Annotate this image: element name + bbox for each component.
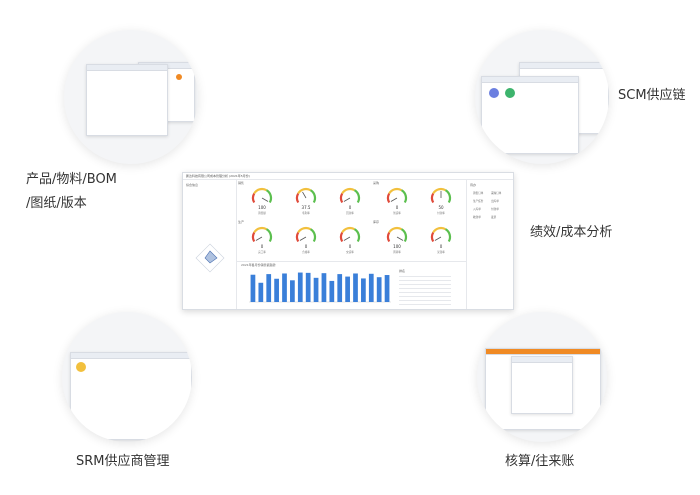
gauge-dial: [295, 226, 317, 243]
gauge-value: 50: [438, 205, 444, 210]
scm-blue-node-icon: [489, 88, 499, 98]
gauge-dial: [295, 187, 317, 204]
gauge-value: 0: [260, 244, 264, 249]
scm-caption: SCM供应链: [618, 88, 686, 103]
dashboard-screenshot: 鹏达科技有限公司成本管理分析 (2021年5月份) 综合信息 销售 100 销售额 3…: [182, 172, 514, 310]
bar: [361, 278, 366, 302]
gauge-label: 合格率: [302, 251, 310, 254]
right-panel-item[interactable]: 出库单: [491, 200, 499, 203]
bar: [290, 280, 295, 302]
bar: [353, 273, 358, 302]
gauge-label: 销售额: [258, 212, 266, 215]
gauge-dial: [251, 226, 273, 243]
right-panel-item[interactable]: 发票: [491, 216, 497, 219]
gauge-label: 毛利率: [302, 212, 310, 215]
gauge-label: 回款率: [346, 212, 354, 215]
gauge-label: 完工率: [258, 251, 266, 254]
product-window-front: [86, 64, 168, 136]
accounting-window-front: [511, 356, 573, 414]
bar: [266, 274, 272, 302]
gauge-group-label: 库存: [373, 220, 380, 224]
product-caption-line1: 产品/物料/BOM: [26, 172, 117, 187]
right-panel-item[interactable]: 采购订单: [491, 192, 502, 195]
table-row: [399, 280, 451, 281]
bar: [258, 282, 264, 302]
bar: [313, 277, 319, 302]
gauge-group-label: 销售: [238, 181, 245, 185]
gauge-dial: [430, 187, 452, 204]
table-row: [399, 292, 451, 293]
bar: [321, 273, 327, 302]
bar: [329, 280, 335, 302]
bar: [282, 273, 287, 302]
right-panel-item[interactable]: 生产任务: [473, 200, 484, 203]
ranking-table-label: 排名: [399, 269, 406, 273]
bar-chart-label: 2021年各月份销售额趋势: [241, 263, 276, 267]
bar: [297, 272, 303, 302]
accounting-thumbnail-circle: [477, 312, 607, 442]
left-panel-label: 综合信息: [186, 183, 199, 187]
srm-thumbnail-circle: [62, 312, 192, 442]
bar: [250, 274, 256, 302]
bar: [274, 278, 279, 302]
bar: [376, 277, 382, 302]
dashboard-title: 鹏达科技有限公司成本管理分析 (2021年5月份): [186, 174, 250, 178]
table-row: [399, 296, 451, 297]
gauge-label: 呆滞率: [437, 251, 445, 254]
bar: [337, 274, 343, 302]
gauge-label: 付款率: [437, 212, 445, 215]
product-icon: [176, 74, 182, 80]
gauge-dial: [251, 187, 273, 204]
gauge-dial: [339, 226, 361, 243]
product-caption-line2: /图纸/版本: [26, 196, 87, 211]
table-row: [399, 288, 451, 289]
srm-window: [70, 352, 192, 440]
gauge-value: 0: [439, 244, 443, 249]
gauge-dial: [386, 187, 408, 204]
right-panel-item[interactable]: 收款单: [473, 216, 481, 219]
right-panel-item[interactable]: 销售订单: [473, 192, 484, 195]
product-thumbnail-circle: [64, 30, 198, 164]
gauge-value: 100: [393, 244, 401, 249]
gauge-value: 0: [348, 244, 352, 249]
gauge-value: 37.5: [301, 205, 311, 210]
scm-green-node-icon: [505, 88, 515, 98]
gauge-label: 交货率: [346, 251, 354, 254]
table-row: [399, 276, 451, 277]
gauge-value: 0: [348, 205, 352, 210]
gauge-label: 周转率: [393, 251, 401, 254]
srm-caption: SRM供应商管理: [76, 454, 170, 469]
accounting-caption: 核算/往来账: [505, 454, 575, 469]
right-panel-label: 待办: [470, 183, 477, 187]
srm-pie-icon: [76, 362, 86, 372]
gauge-dial: [386, 226, 408, 243]
right-panel-item[interactable]: 付款单: [491, 208, 499, 211]
table-row: [399, 304, 451, 305]
gauge-value: 0: [395, 205, 399, 210]
bar: [345, 276, 350, 302]
bar: [368, 273, 374, 302]
bar: [305, 272, 311, 302]
gauge-dial: [339, 187, 361, 204]
gauge-label: 到货率: [393, 212, 401, 215]
scm-thumbnail-circle: [475, 30, 609, 164]
right-panel-item[interactable]: 入库单: [473, 208, 481, 211]
performance-caption: 绩效/成本分析: [530, 225, 613, 240]
product-caption: 产品/物料/BOM /图纸/版本: [26, 168, 117, 216]
sales-bar-chart: [249, 272, 391, 303]
radar-chart: [195, 243, 225, 273]
gauge-dial: [430, 226, 452, 243]
gauge-value: 0: [304, 244, 308, 249]
gauge-value: 100: [258, 205, 266, 210]
gauge-group-label: 采购: [373, 181, 380, 185]
table-row: [399, 284, 451, 285]
bar: [384, 275, 390, 302]
table-row: [399, 300, 451, 301]
gauge-group-label: 生产: [238, 220, 245, 224]
